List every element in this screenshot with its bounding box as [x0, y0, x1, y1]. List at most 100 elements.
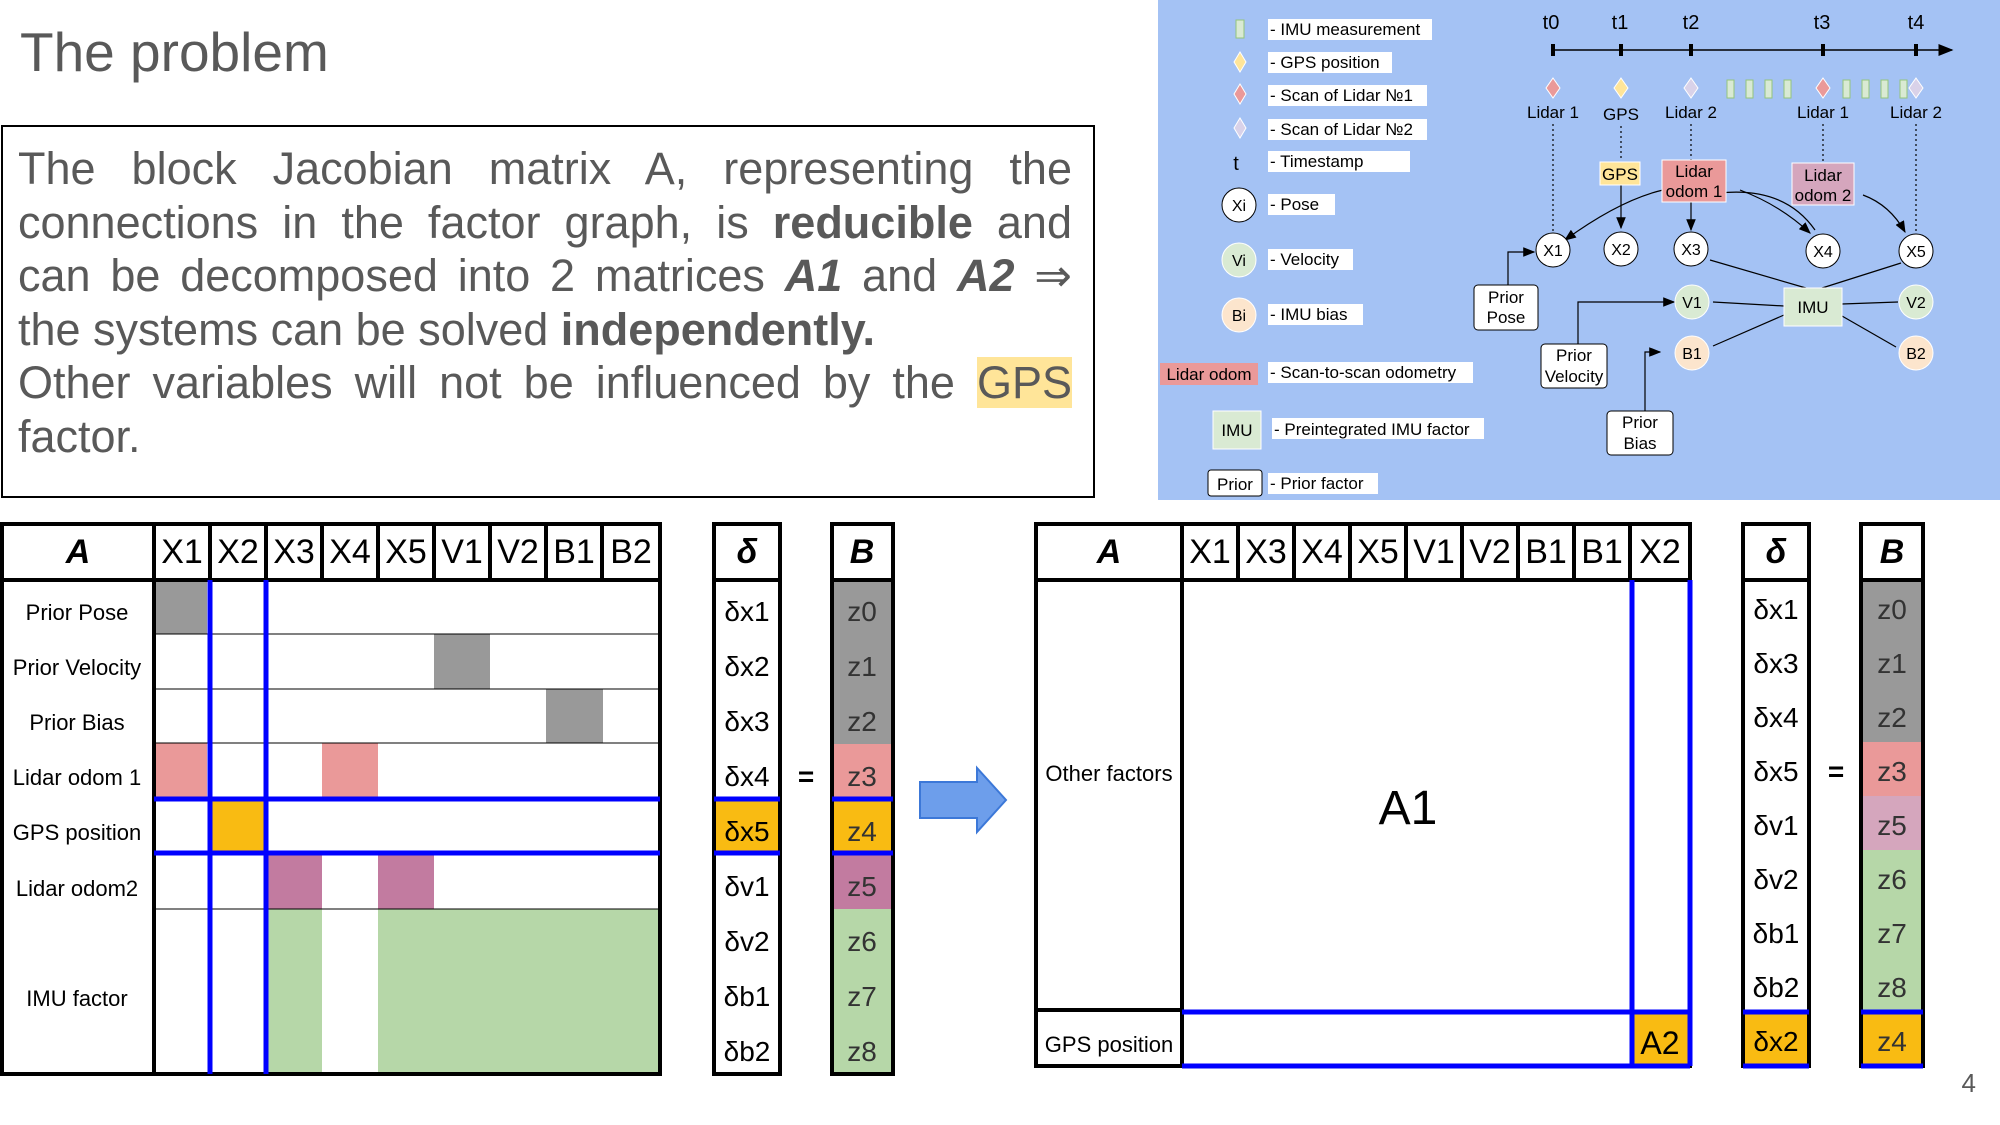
right-row-gps-position: GPS position: [1045, 1032, 1173, 1057]
right-col-v1: V1: [1413, 533, 1455, 571]
gps-highlight: GPS: [976, 357, 1072, 408]
right-b-z5: z5: [1877, 810, 1907, 841]
problem-text-1: The block Jacobian matrix A, representin…: [18, 143, 1072, 248]
sensor-label-lidar2: Lidar 2: [1890, 103, 1942, 122]
problem-statement: The block Jacobian matrix A, representin…: [18, 142, 1072, 463]
prior-pose-line2: Pose: [1487, 308, 1526, 327]
cell-prior-bias-b1: [546, 689, 603, 743]
matrix-a2-label: A2: [956, 250, 1015, 301]
left-b-header: B: [850, 533, 875, 571]
legend-lidar2: - Scan of Lidar №2: [1270, 120, 1413, 139]
left-b-z3: z3: [847, 761, 877, 792]
matrix-a1-label: A1: [784, 250, 843, 301]
right-row-other-factors: Other factors: [1045, 761, 1172, 786]
right-delta-header: δ: [1766, 533, 1787, 571]
imu-measurement-icon: [1235, 19, 1245, 39]
lidar-odom2-line1: Lidar: [1804, 166, 1842, 185]
legend-pose: - Pose: [1270, 195, 1319, 214]
lidar-odom-legend-box: [1160, 363, 1258, 385]
right-delta-dx3: δx3: [1753, 648, 1798, 679]
bias-label-b2: B2: [1906, 346, 1926, 363]
sensor-label-lidar1: Lidar 1: [1527, 103, 1579, 122]
left-b-z0: z0: [847, 596, 877, 627]
prior-velocity-box: [1540, 343, 1608, 389]
left-block-separators: [154, 580, 660, 1074]
cell-lidar-odom1-x1: [154, 743, 207, 798]
prior-pose-line1: Prior: [1488, 288, 1524, 307]
sensor-label-lidar1: Lidar 1: [1797, 103, 1849, 122]
pose-node-x4: [1805, 233, 1841, 269]
sensor-label-lidar2: Lidar 2: [1665, 103, 1717, 122]
velocity-label-v1: V1: [1682, 295, 1702, 312]
lidar1-diamond-icon: [1233, 83, 1247, 105]
left-row-lidar-odom2: Lidar odom2: [16, 876, 138, 901]
lidar1-scan-icon: [1815, 77, 1831, 99]
left-equals-sign: =: [798, 761, 814, 792]
legend-timestamp: - Timestamp: [1270, 152, 1364, 171]
legend-velocity: - Velocity: [1270, 250, 1339, 269]
legend-bias: - IMU bias: [1270, 305, 1347, 324]
problem-text-5: Other variables will not be influenced b…: [18, 357, 977, 408]
velocity-legend-icon: [1221, 242, 1257, 278]
transform-arrow-icon: [919, 765, 1008, 835]
right-equals-sign: =: [1828, 756, 1844, 787]
legend-prior-box: Prior: [1217, 475, 1253, 494]
pose-label-x3: X3: [1681, 242, 1701, 259]
left-col-x2: X2: [217, 533, 259, 571]
lidar2-diamond-icon: [1233, 117, 1247, 139]
left-delta-dx4: δx4: [724, 761, 769, 792]
bias-node-b1: [1674, 335, 1710, 371]
a1-block-label: A1: [1379, 782, 1438, 835]
pose-label-x2: X2: [1611, 242, 1631, 259]
lidar-odom2-box: [1791, 162, 1855, 206]
right-b-imu-cells: [1863, 850, 1922, 1012]
left-row-prior-bias: Prior Bias: [29, 710, 124, 735]
right-b-prior-cells: [1863, 580, 1922, 742]
left-row-prior-pose: Prior Pose: [26, 600, 129, 625]
reducible-word: reducible: [772, 196, 973, 248]
lidar2-scan-icon: [1908, 77, 1924, 99]
a2-block-label: A2: [1640, 1025, 1679, 1061]
left-col-x3: X3: [273, 533, 315, 571]
left-delta-dx2: δx2: [724, 651, 769, 682]
pose-legend-icon: [1221, 187, 1257, 223]
left-b-z6: z6: [847, 926, 877, 957]
left-delta-dv1: δv1: [724, 871, 769, 902]
imu-factor-node: [1783, 287, 1843, 327]
problem-text-6: factor.: [18, 410, 141, 462]
problem-text-4: ⇒ the systems can be solved: [18, 250, 1072, 355]
cell-imu-x3: [266, 909, 322, 1073]
left-col-v2: V2: [497, 533, 539, 571]
legend-t-symbol: t: [1233, 153, 1239, 175]
left-col-x5: X5: [385, 533, 427, 571]
problem-text-2: and can be decomposed into 2 matrices: [18, 196, 1072, 302]
legend-imu: - IMU measurement: [1270, 20, 1420, 39]
left-row-prior-velocity: Prior Velocity: [13, 655, 141, 680]
left-jacobian-matrix: A X1 X2 X3 X4 X5 V1 V2 B1 B2 Prior Pose …: [0, 522, 895, 1076]
left-b-z1: z1: [847, 651, 877, 682]
right-b-z1: z1: [1877, 648, 1907, 679]
gps-position-icon: [1613, 77, 1629, 99]
lidar2-scan-icon: [1683, 77, 1699, 99]
pose-node-x5: [1898, 233, 1934, 269]
lidar-odom1-box: [1661, 159, 1727, 203]
right-col-b1-repeat: B1: [1581, 533, 1623, 571]
cell-lidar-odom1-x4: [322, 743, 378, 798]
right-b-header: B: [1880, 533, 1905, 571]
legend-lidar-odom-box: Lidar odom: [1166, 365, 1251, 384]
left-b-z7: z7: [847, 981, 877, 1012]
left-row-lidar-odom1: Lidar odom 1: [13, 765, 141, 790]
graph-edges: [1507, 124, 1917, 411]
right-delta-dv1: δv1: [1753, 810, 1798, 841]
prior-legend-box: [1207, 469, 1263, 497]
bias-node-b2: [1898, 335, 1934, 371]
independently-word: independently.: [560, 303, 875, 355]
lidar-odom1-line1: Lidar: [1675, 162, 1713, 181]
left-col-x4: X4: [329, 533, 371, 571]
timeline-ticks: [1551, 44, 1918, 56]
page-number: 4: [1961, 1068, 1976, 1098]
pose-label-x4: X4: [1813, 244, 1833, 261]
left-delta-dx5: δx5: [724, 816, 769, 847]
legend-prior-factor: - Prior factor: [1270, 474, 1364, 493]
right-b-z2: z2: [1877, 702, 1907, 733]
